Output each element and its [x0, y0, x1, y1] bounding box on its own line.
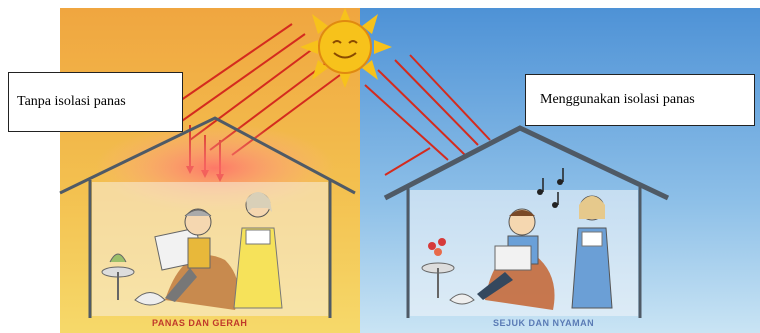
caption-cool: SEJUK DAN NYAMAN [493, 318, 594, 328]
label-with-insulation: Menggunakan isolasi panas [525, 74, 755, 126]
caption-hot: PANAS DAN GERAH [152, 318, 247, 328]
label-without-insulation: Tanpa isolasi panas [8, 72, 183, 132]
